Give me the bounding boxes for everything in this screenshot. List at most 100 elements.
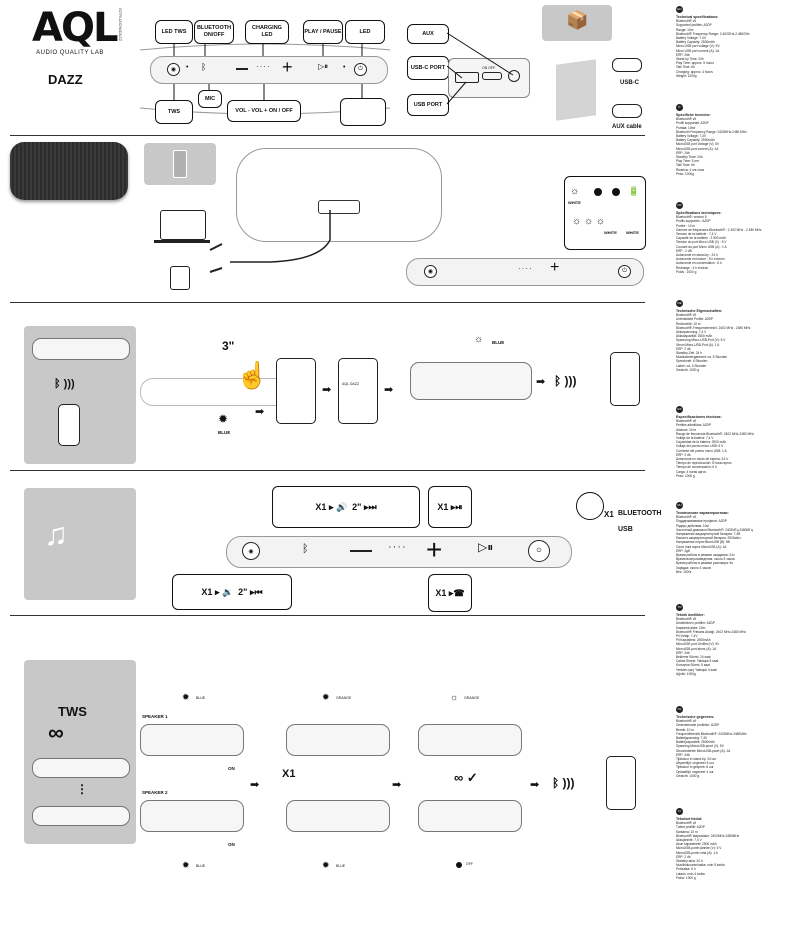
- x1-label-5: X1: [435, 587, 447, 598]
- vol-minus-icon-3[interactable]: [350, 550, 372, 552]
- led-sun-icon-2: ☼ ☼ ☼: [572, 216, 606, 227]
- spec-line: Tijdsduur in stand-by: 24 uur: [676, 757, 717, 762]
- phone-icon: [58, 404, 80, 446]
- charging-dots-2: ····: [518, 264, 533, 273]
- led-icon-s1c: ☼: [450, 692, 459, 702]
- spec-line: Spanning MicroUSB-poort (V): 5V: [676, 744, 724, 749]
- pair-device-name: AQL DAZZ: [342, 382, 359, 386]
- play-pause-icon[interactable]: ▷⏸: [318, 62, 329, 71]
- spec-line: Range: 10m: [676, 27, 694, 32]
- spec-line: Bluetooth® taajuusalue: 2402MHz-2480MHz: [676, 833, 740, 838]
- spec-line: Akkukapazität: 2500 mAh: [676, 334, 713, 339]
- tws-button-2[interactable]: ◉: [424, 265, 437, 278]
- x1-label-3: X1: [604, 510, 614, 519]
- two-sec-1: 2": [352, 501, 362, 512]
- spec-line: Talk Time: 6h: [676, 163, 695, 168]
- s1-x1: X1: [282, 768, 296, 780]
- spec-line: MicroUSB port current (A): 1A: [676, 146, 719, 151]
- spec-heading: Teknik özellikler:: [676, 613, 705, 617]
- spec-line: Gewicht: 1000 g: [676, 773, 700, 778]
- spec-line: Standby Time: 24h: [676, 155, 703, 160]
- x1-label-2: X1: [437, 501, 449, 512]
- spec-line: Gewicht: 1000 g: [676, 367, 700, 372]
- spec-line: Akun kapasiteetti: 2500 mAh: [676, 842, 717, 847]
- spec-line: Stroomsterkte MicroUSB-poort (A): 1A: [676, 748, 731, 753]
- phone-pair-icon: [338, 358, 378, 424]
- spec-line: Charging: approx. 4 hours: [676, 69, 713, 74]
- spec-line: MicroUSB port akımı (A): 1A: [676, 646, 717, 651]
- spec-line: Tuetut profiilit: A2DP: [676, 825, 705, 830]
- spec-line: Talk Time: 6h: [676, 65, 695, 70]
- led-icon-s1a: ✹: [182, 692, 190, 702]
- spec-line: ERP : 2 dB: [676, 248, 692, 253]
- vol-plus-icon-3[interactable]: +: [426, 534, 443, 565]
- tws-title: TWS: [58, 704, 87, 719]
- power-button-3[interactable]: ⏻: [528, 540, 550, 562]
- spec-line: Konuşma Süresi: 6 saat: [676, 663, 710, 668]
- power-button-2[interactable]: ⏻: [618, 265, 631, 278]
- mode-usb: USB: [618, 526, 633, 533]
- spec-line: Capacité de la batterie : 2 500 mAh: [676, 236, 726, 241]
- spec-line: Voltaje de la batería: 7,4 V: [676, 436, 714, 441]
- pairing-speaker-icon: [32, 338, 130, 360]
- language-flag: ES: [676, 406, 683, 413]
- blue-sun-icon: ☼: [474, 334, 484, 345]
- spec-heading: Technische gegevens:: [676, 715, 715, 719]
- spec-line: Peso: 1000g: [676, 171, 694, 176]
- spec-line: Spannung Micro-USB-Port (V): 5 V: [676, 338, 726, 343]
- tws-button-3[interactable]: ◉: [242, 542, 260, 560]
- led-off-dot-1: [594, 188, 602, 196]
- speaker-port-area: [318, 200, 360, 214]
- spec-line: Tension de la batterie : 7,4 V: [676, 232, 717, 237]
- spec-line: Oplaadtijd: ongeveer 4 uur: [676, 769, 714, 774]
- spec-line: Bluetooth® v5: [676, 821, 697, 826]
- language-flag: TR: [676, 604, 683, 611]
- led-icon-s1b: ✹: [322, 692, 330, 702]
- mode-bluetooth: BLUETOOTH: [618, 510, 662, 517]
- spec-line: Afspeeltijd: ongeveer 5 uur: [676, 761, 714, 766]
- vol-minus-icon[interactable]: [236, 68, 248, 70]
- spec-line: Musikwiedergabezeit: ca. 5 Stunden: [676, 355, 728, 360]
- power-button[interactable]: ⏻: [354, 63, 367, 76]
- speaker2-step1: [140, 800, 244, 832]
- tws-linked-icon: ∞ ✓: [454, 770, 478, 785]
- callout-vol-up: X1 ▸ 🔊 2" ▸⏭: [272, 486, 420, 528]
- play-pause-icon-3[interactable]: ▷⏸: [478, 540, 494, 554]
- control-bar-3: [226, 536, 572, 568]
- aux-port: [508, 70, 520, 82]
- connected-icon: ᛒ ))): [554, 374, 577, 388]
- pairing-blue-2: BLUE: [492, 340, 505, 345]
- language-flag: NL: [676, 706, 683, 713]
- box-icon: 📦: [566, 10, 589, 30]
- spec-line: MicroUSB port Voltage (V): 5V: [676, 142, 720, 147]
- vol-plus-icon[interactable]: +: [282, 57, 293, 77]
- manual-icon: [556, 59, 596, 121]
- document-code: ISTRUZIONIDAZZ: [118, 8, 123, 42]
- spec-line: Play Time: 5 ore: [676, 159, 700, 164]
- divider-3: [10, 470, 645, 471]
- x1-label-4: X1: [201, 586, 213, 597]
- spec-line: Bluetooth® v5: [676, 515, 697, 520]
- language-flag: IT: [676, 104, 683, 111]
- on-off-switch[interactable]: [482, 72, 502, 80]
- spec-heading: Especificaciones técnicas:: [676, 415, 722, 419]
- port-leader-lines: [446, 32, 514, 105]
- spec-line: Courant du port Micro USB (A) : 1 A: [676, 244, 727, 249]
- music-call-icon: ♫: [44, 516, 68, 552]
- spec-line: Recharge : 4 h environ: [676, 265, 709, 270]
- product-photo: [10, 142, 128, 200]
- aux-cable-label: AUX cable: [612, 124, 642, 130]
- callout-play-pause: PLAY / PAUSE: [303, 20, 343, 44]
- spec-line: Bluetooth® v5: [676, 617, 697, 622]
- tws-arrow-3: ➡: [530, 779, 540, 791]
- tws-button[interactable]: ◉: [167, 63, 180, 76]
- spec-line: Sprechzeit: 6 Stunden: [676, 359, 708, 364]
- spec-line: Voltaje del puerto micro USB: 5 V: [676, 444, 724, 449]
- spec-line: Play Time: approx. 5 hours: [676, 61, 714, 66]
- wall-charger-icon: [170, 266, 190, 290]
- speaker1-step2: [286, 724, 390, 756]
- spec-line: Bluetooth® v5: [676, 719, 697, 724]
- vol-plus-icon-2[interactable]: +: [550, 259, 560, 276]
